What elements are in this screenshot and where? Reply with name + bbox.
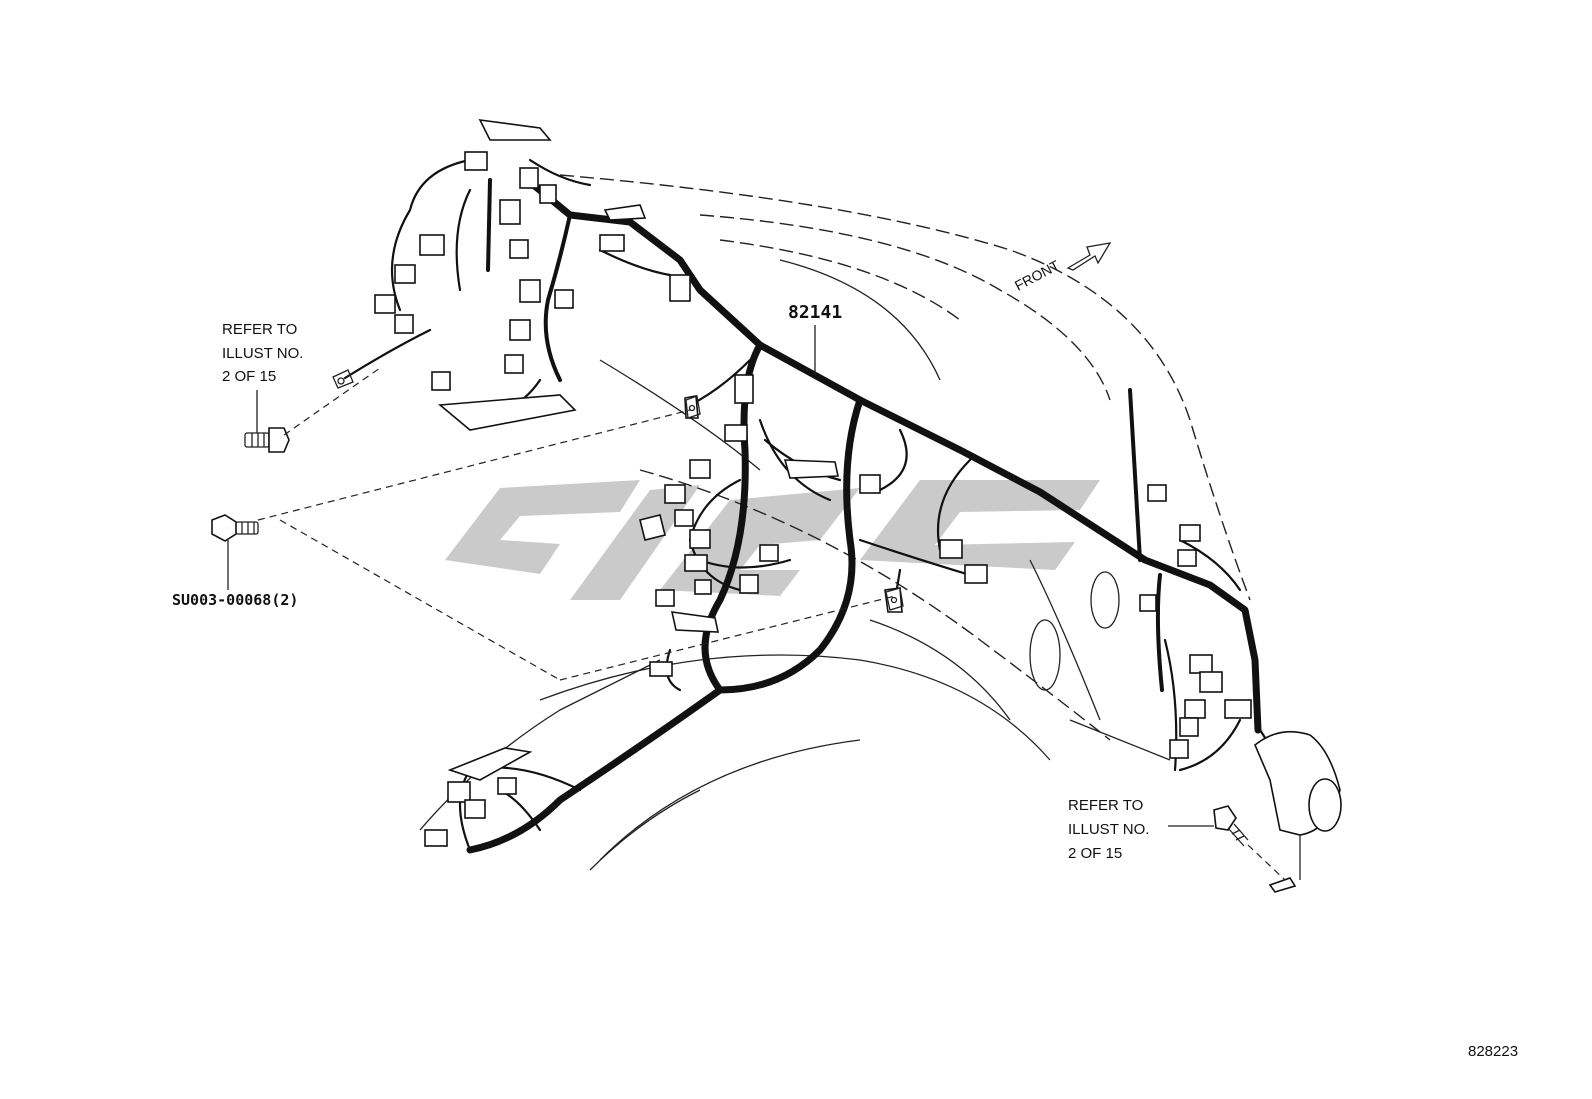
refer-left-line1: REFER TO bbox=[222, 321, 297, 338]
watermark-logo bbox=[445, 480, 1100, 600]
front-arrow: FRONT bbox=[1012, 242, 1112, 294]
part-number-label: 82141 bbox=[788, 302, 842, 323]
refer-note-right: REFER TO ILLUST NO. 2 OF 15 bbox=[1068, 797, 1149, 862]
refer-left-line2: ILLUST NO. bbox=[222, 345, 303, 362]
bolt-left-top bbox=[244, 427, 290, 453]
refer-right-line1: REFER TO bbox=[1068, 797, 1143, 814]
front-label: FRONT bbox=[1012, 257, 1062, 294]
main-harness bbox=[466, 174, 1262, 854]
illustration-number: 828223 bbox=[1468, 1043, 1518, 1060]
refer-right-line3: 2 OF 15 bbox=[1068, 845, 1122, 862]
bolt-part-number: SU003-00068(2) bbox=[172, 591, 298, 609]
refer-note-left: REFER TO ILLUST NO. 2 OF 15 bbox=[222, 321, 303, 385]
bolt-right bbox=[1213, 805, 1249, 847]
refer-left-line3: 2 OF 15 bbox=[222, 368, 276, 385]
connectors bbox=[374, 119, 1342, 893]
vehicle-body-outline bbox=[419, 174, 1251, 871]
ground-terminals bbox=[332, 369, 904, 611]
leader-lines bbox=[227, 325, 1301, 881]
bolt-left-bottom bbox=[211, 514, 259, 542]
refer-right-line2: ILLUST NO. bbox=[1068, 821, 1149, 838]
